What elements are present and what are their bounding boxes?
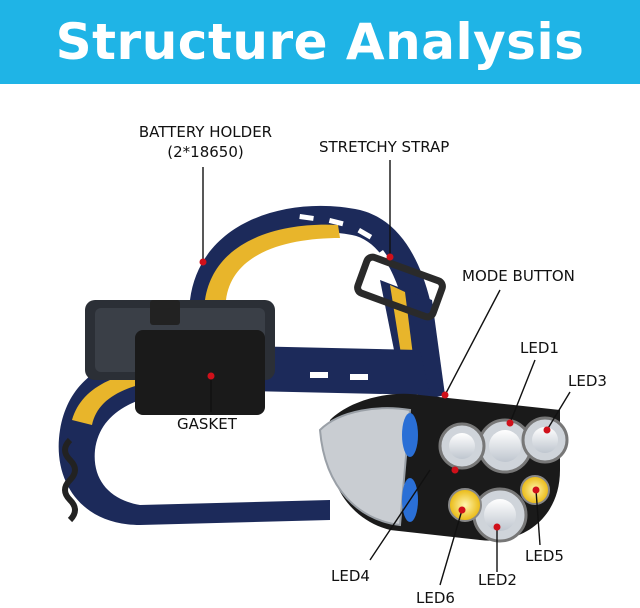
label-led6: LED6 (416, 589, 455, 607)
label-gasket: GASKET (177, 415, 237, 433)
label-led4: LED4 (331, 567, 370, 585)
strap-buckle (354, 253, 446, 321)
top-strap-yellow (205, 224, 340, 300)
title-banner: Structure Analysis (0, 0, 640, 84)
gasket-shape (135, 330, 265, 415)
led-cob-6 (448, 488, 482, 522)
label-led5: LED5 (525, 547, 564, 565)
top-strap (190, 205, 430, 310)
led-cluster (438, 416, 569, 543)
banner-title: Structure Analysis (55, 13, 585, 71)
label-led3: LED3 (568, 372, 607, 390)
label-led1: LED1 (520, 339, 559, 357)
label-led2: LED2 (478, 571, 517, 589)
label-stretchy-strap: STRETCHY STRAP (319, 138, 450, 156)
coil-cable (62, 437, 78, 523)
label-battery-holder: BATTERY HOLDER (2*18650) (128, 122, 283, 162)
label-battery-holder-line1: BATTERY HOLDER (138, 123, 273, 141)
headlamp-illustration (58, 160, 571, 586)
label-battery-holder-line2: (2*18650) (167, 143, 244, 161)
label-mode-button: MODE BUTTON (462, 267, 575, 285)
